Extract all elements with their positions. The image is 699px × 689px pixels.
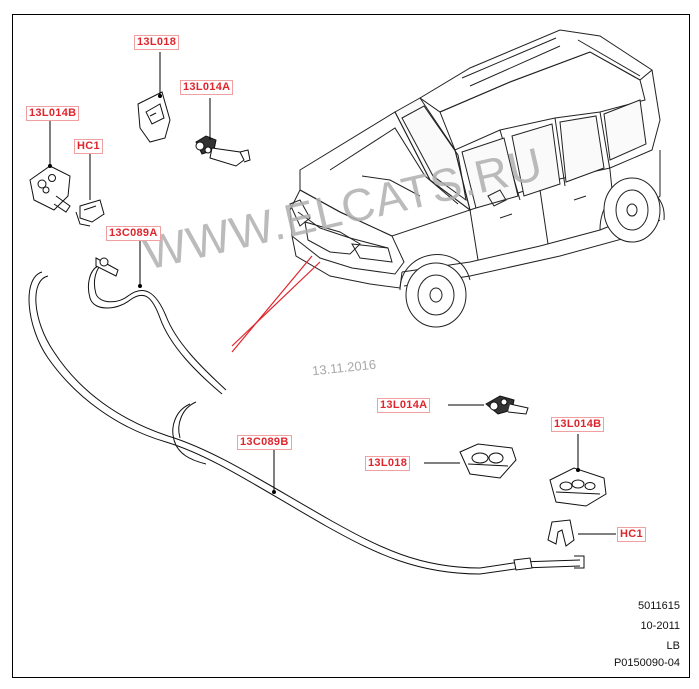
location-pointer-lines: [231, 255, 321, 353]
callout-13l014a-top[interactable]: 13L014A: [180, 80, 234, 95]
hose-13c089b: [28, 271, 585, 575]
callout-13l014b-right[interactable]: 13L014B: [551, 417, 605, 432]
vehicle-drawing: [289, 29, 665, 328]
callout-13l014a-right[interactable]: 13L014A: [377, 398, 431, 413]
info-illustration-ref: P0150090-04: [613, 657, 680, 669]
callout-13l014b-top[interactable]: 13L014B: [26, 106, 80, 121]
washer-jet-nozzle-top: [195, 135, 251, 167]
hose-clip-right: [547, 519, 575, 547]
hose-clip-top-left: [75, 199, 105, 227]
washer-jet-cover-right: [459, 443, 517, 479]
callout-hc1-right[interactable]: HC1: [617, 527, 646, 542]
callout-13l018-top[interactable]: 13L018: [134, 35, 180, 50]
callout-13l018-right[interactable]: 13L018: [365, 456, 411, 471]
washer-jet-right: [549, 467, 607, 507]
callout-13c089a[interactable]: 13C089A: [106, 226, 161, 241]
washer-jet-cover-top: [137, 91, 171, 143]
callout-hc1-top[interactable]: HC1: [74, 139, 103, 154]
hose-13c089a: [87, 257, 227, 395]
info-model-code: LB: [666, 640, 680, 652]
info-date: 10-2011: [640, 620, 680, 632]
washer-jet-top-left: [29, 165, 71, 213]
washer-jet-nozzle-right: [485, 395, 529, 415]
callout-13c089b[interactable]: 13C089B: [237, 435, 292, 450]
info-part-number: 5011615: [637, 600, 680, 612]
